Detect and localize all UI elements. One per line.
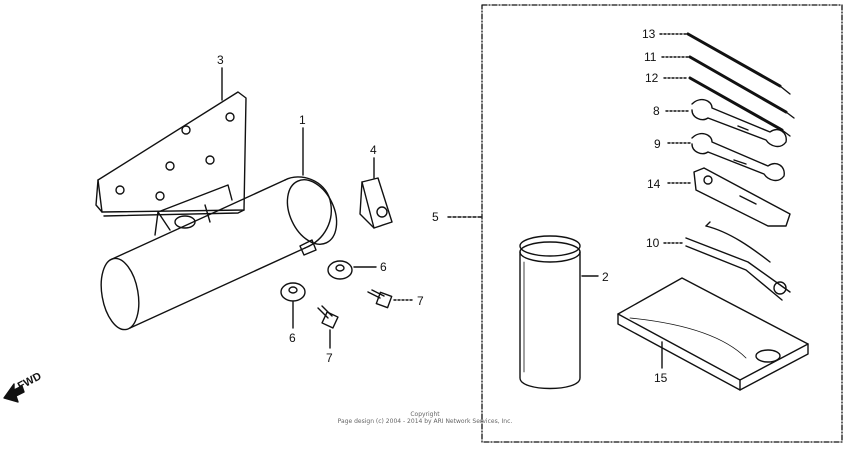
callout-8: 8	[653, 104, 660, 118]
fwd-label: FWD	[16, 370, 44, 392]
callout-15: 15	[654, 371, 668, 385]
callout-7a: 7	[417, 294, 424, 308]
part-7-bolt-a	[367, 289, 393, 309]
part-8-wrench	[691, 98, 787, 148]
callout-2: 2	[602, 270, 609, 284]
copyright-notice: Copyright Page design (c) 2004 - 2014 by…	[250, 411, 600, 425]
part-9-wrench	[691, 132, 785, 182]
callout-3: 3	[217, 53, 224, 67]
callout-13: 13	[642, 27, 656, 41]
part-11-screwdriver	[688, 55, 795, 119]
part-13-screwdriver	[686, 32, 791, 95]
callout-5: 5	[432, 210, 439, 224]
part-15-tool-bag	[617, 277, 809, 391]
callout-12: 12	[645, 71, 659, 85]
copyright-line-2: Page design (c) 2004 - 2014 by ARI Netwo…	[337, 418, 513, 425]
callout-7b: 7	[326, 351, 333, 365]
part-14-box-wrench	[693, 167, 791, 227]
part-12-screwdriver	[688, 76, 791, 137]
part-4-clip	[359, 177, 393, 229]
part-2-can	[519, 235, 581, 390]
part-6-washer-a	[327, 260, 353, 280]
part-6-washer-b	[280, 282, 306, 302]
callout-6b: 6	[289, 331, 296, 345]
part-10-pliers	[685, 221, 791, 301]
callout-4: 4	[370, 143, 377, 157]
callout-14: 14	[647, 177, 661, 191]
copyright-line-1: Copyright	[410, 411, 440, 418]
part-3-bracket	[95, 91, 247, 217]
tool-kit-frame	[481, 4, 843, 443]
callout-1: 1	[299, 113, 306, 127]
callout-11: 11	[644, 50, 657, 64]
callout-9: 9	[654, 137, 661, 151]
callout-6a: 6	[380, 260, 387, 274]
fwd-arrow-icon	[3, 383, 25, 403]
callout-10: 10	[646, 236, 660, 250]
part-7-bolt-b	[317, 305, 339, 329]
part-1-tool-case	[100, 176, 338, 331]
